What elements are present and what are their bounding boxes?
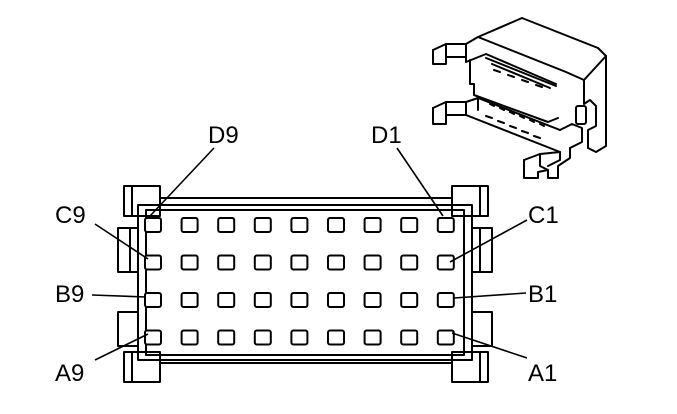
- latch-top-right: [451, 185, 489, 217]
- pin-cavity-c9: [144, 254, 162, 271]
- pin-cavity-c6: [253, 254, 272, 271]
- pin-cavity-d1: [436, 217, 455, 233]
- pin-cavity-a6: [253, 329, 272, 346]
- pin-cavity-d2: [400, 217, 419, 233]
- leader-d1: [396, 147, 444, 217]
- housing-outline: [137, 204, 473, 361]
- pin-cavity-d9: [144, 217, 162, 233]
- latch-bottom-right: [451, 351, 489, 383]
- connector-face: [117, 185, 493, 383]
- label-b9: B9: [55, 281, 84, 308]
- pin-grid: [144, 217, 455, 346]
- leader-a1: [451, 332, 528, 359]
- pin-cavity-a9: [144, 329, 162, 346]
- label-a1: A1: [528, 360, 557, 387]
- pin-cavity-d7: [217, 217, 236, 233]
- latch-top-left: [123, 185, 161, 217]
- pin-cavity-b2: [400, 292, 419, 308]
- pin-cavity-b9: [144, 292, 162, 308]
- pin-cavity-c7: [217, 254, 236, 271]
- pin-cavity-a2: [400, 329, 419, 346]
- pin-cavity-b3: [363, 292, 382, 308]
- leader-d9: [149, 147, 215, 217]
- label-d9: D9: [208, 122, 239, 149]
- pin-cavity-a5: [290, 329, 309, 346]
- pin-cavity-c1: [436, 254, 455, 271]
- label-a9: A9: [55, 360, 84, 387]
- pin-cavity-b4: [327, 292, 345, 308]
- leader-b9: [91, 294, 147, 298]
- pin-cavity-a3: [363, 329, 382, 346]
- pin-cavity-b7: [217, 292, 236, 308]
- pin-cavity-c4: [327, 254, 345, 271]
- pin-cavity-d4: [327, 217, 345, 233]
- housing-inner-outline: [145, 209, 465, 356]
- leader-b1: [453, 292, 527, 299]
- pin-cavity-d6: [253, 217, 272, 233]
- pin-cavity-a8: [180, 329, 199, 346]
- pin-cavity-c2: [400, 254, 419, 271]
- pin-cavity-b6: [253, 292, 272, 308]
- connector-3d-view: [432, 17, 607, 179]
- leader-c9: [94, 223, 149, 260]
- pin-cavity-b5: [290, 292, 309, 308]
- leader-c1: [449, 219, 528, 263]
- leader-a9: [94, 333, 149, 361]
- pin-cavity-d3: [363, 217, 382, 233]
- pin-cavity-a4: [327, 329, 345, 346]
- label-c1: C1: [528, 202, 559, 229]
- pin-cavity-c3: [363, 254, 382, 271]
- pin-cavity-a7: [217, 329, 236, 346]
- label-c9: C9: [55, 202, 86, 229]
- pin-cavity-d8: [180, 217, 199, 233]
- pin-cavity-d5: [290, 217, 309, 233]
- pin-cavity-a1: [436, 329, 455, 346]
- pin-cavity-b8: [180, 292, 199, 308]
- pin-cavity-b1: [436, 292, 455, 308]
- leader-lines: [91, 147, 528, 361]
- pin-cavity-c8: [180, 254, 199, 271]
- pin-cavity-c5: [290, 254, 309, 271]
- label-b1: B1: [528, 281, 557, 308]
- latch-bottom-left: [123, 351, 161, 383]
- label-d1: D1: [371, 122, 402, 149]
